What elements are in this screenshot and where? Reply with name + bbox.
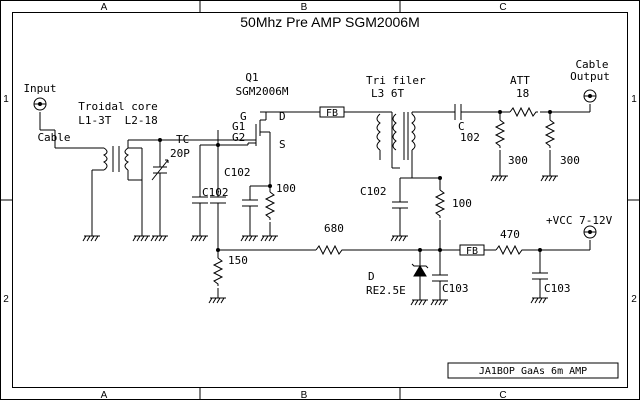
zone-label-bottom-c: C: [499, 390, 506, 400]
ground-icon: [82, 235, 100, 242]
resistor-source: [264, 191, 276, 220]
resistor-680: [315, 244, 346, 256]
toroid-title-label: Troidal core: [78, 100, 157, 113]
output-cable-label: Cable: [575, 58, 608, 71]
output-connector: [583, 89, 597, 103]
output-label: Output: [570, 70, 610, 83]
resistor-470: [495, 244, 526, 256]
cap-g2: [210, 196, 226, 204]
resistor-150-label: 150: [228, 254, 248, 267]
cap-gate: [192, 196, 208, 204]
zone-label-right-2: 2: [631, 294, 637, 305]
zone-label-left-2: 2: [3, 294, 9, 305]
att-title-label: ATT: [510, 74, 530, 87]
ground-icon: [390, 235, 408, 242]
pin-g1-label: G1: [232, 120, 245, 133]
q1-part-label: SGM2006M: [236, 85, 289, 98]
pin-s-label: S: [279, 138, 286, 151]
resistor-470-label: 470: [500, 228, 520, 241]
coupling-capacitor: [454, 104, 462, 120]
ground-icon: [190, 235, 208, 242]
resistor-filter: [434, 189, 446, 218]
footer-label: JA1BOP GaAs 6m AMP: [479, 366, 587, 377]
ferrite-bead-2: [459, 244, 485, 256]
ground-symbols: [82, 175, 558, 306]
resistor-source-label: 100: [276, 182, 296, 195]
fb2-label: FB: [466, 246, 478, 257]
diode-name-label: D: [368, 270, 375, 283]
att-shunt1-label: 300: [508, 154, 528, 167]
zone-label-left-1: 1: [3, 94, 9, 105]
resistor-680-label: 680: [324, 222, 344, 235]
ground-icon: [530, 297, 548, 304]
ground-icon: [490, 175, 508, 182]
ground-icon: [260, 235, 278, 242]
q1-name-label: Q1: [245, 71, 258, 84]
filter-coil-label: L3 6T: [371, 87, 404, 100]
q1-mosfet: [255, 111, 267, 146]
toroid-windings-label: L1-3T L2-18: [78, 114, 157, 127]
ground-icon: [132, 235, 150, 242]
wires: [39, 104, 591, 300]
junctions: [158, 110, 552, 252]
att-series-label: 18: [516, 87, 529, 100]
coupling-cap-value-label: 102: [460, 131, 480, 144]
ground-icon: [540, 175, 558, 182]
vcc-connector: [583, 225, 597, 239]
resistor-att-shunt2: [544, 119, 556, 148]
cap-diode-label: C103: [442, 282, 469, 295]
cap-vcc: [532, 272, 548, 280]
pin-g-label: G: [240, 110, 247, 123]
zone-label-top-b: B: [301, 2, 308, 13]
zone-label-right-1: 1: [631, 94, 637, 105]
cap-gate-label: C102: [202, 186, 229, 199]
pin-g2-label: G2: [232, 131, 245, 144]
filter-title-label: Tri filer: [366, 74, 426, 87]
pin-d-label: D: [279, 110, 286, 123]
zone-label-bottom-a: A: [101, 390, 108, 400]
resistor-150: [212, 257, 224, 286]
ground-icon: [430, 299, 448, 306]
coupling-cap-name-label: C: [458, 120, 465, 133]
tc-name-label: TC: [176, 133, 189, 146]
toroid-transformer: [103, 146, 129, 172]
input-cable-label: Cable: [37, 131, 70, 144]
zone-label-top-c: C: [499, 2, 506, 13]
zone-label-top-a: A: [101, 2, 108, 13]
diode-part-label: RE2.5E: [366, 284, 406, 297]
inner-frame: [12, 12, 628, 388]
input-label: Input: [23, 82, 56, 95]
ground-icon: [240, 235, 258, 242]
ground-icon: [410, 299, 428, 306]
ferrite-bead-1: [319, 106, 345, 118]
vcc-label: +VCC 7-12V: [546, 214, 613, 227]
cap-filter: [392, 201, 408, 209]
cap-diode: [432, 274, 448, 282]
cap-source: [242, 199, 258, 207]
tc-trimmer-capacitor: [151, 159, 169, 181]
resistor-att-series: [509, 106, 538, 118]
zener-diode: [411, 263, 429, 277]
ground-icon: [208, 297, 226, 304]
schematic-title: 50Mhz Pre AMP SGM2006M: [240, 14, 419, 30]
cap-g2-label: C102: [224, 166, 251, 179]
fb1-label: FB: [326, 108, 338, 119]
cap-vcc-label: C103: [544, 282, 571, 295]
trifilar-coil: [376, 112, 416, 178]
resistor-filter-label: 100: [452, 197, 472, 210]
cap-filter-label: C102: [360, 185, 387, 198]
zone-label-bottom-b: B: [301, 390, 308, 400]
ground-icon: [150, 235, 168, 242]
input-connector: [33, 97, 47, 111]
tc-value-label: 20P: [170, 147, 190, 160]
footer-box: [447, 362, 619, 379]
att-shunt2-label: 300: [560, 154, 580, 167]
resistor-att-shunt1: [494, 119, 506, 148]
